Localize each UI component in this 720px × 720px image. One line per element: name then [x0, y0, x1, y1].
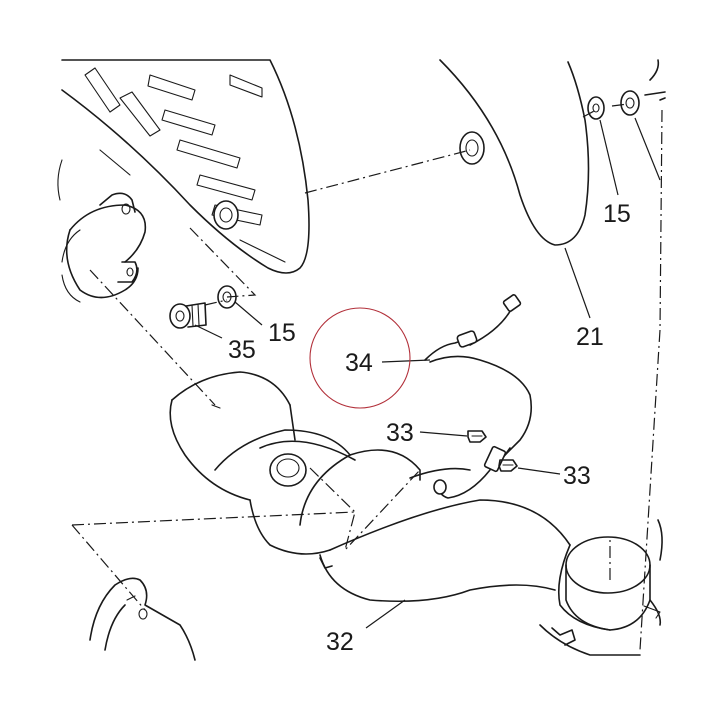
part-label-32: 32 [326, 628, 354, 656]
exhaust-cover [439, 59, 666, 246]
cable-clip-33-left [467, 430, 487, 443]
oxygen-sensor-34 [424, 294, 533, 499]
part-label-21: 21 [576, 323, 604, 351]
highlight-circle [309, 307, 411, 409]
part-label-15-top: 15 [603, 200, 631, 228]
part-label-35: 35 [228, 336, 256, 364]
part-label-33-left: 33 [386, 419, 414, 447]
lower-bracket [89, 577, 196, 661]
bolt-35 [169, 302, 207, 329]
exhaust-clamp [61, 192, 147, 303]
leader-lines [194, 117, 661, 629]
alignment-lines [71, 103, 663, 651]
part-label-33-right: 33 [563, 462, 591, 490]
part-label-15-mid: 15 [268, 319, 296, 347]
part-label-34: 34 [345, 349, 373, 377]
exhaust-pipe-32 [169, 371, 663, 656]
cable-clip-33-right [498, 459, 518, 472]
heat-shield [57, 59, 310, 274]
